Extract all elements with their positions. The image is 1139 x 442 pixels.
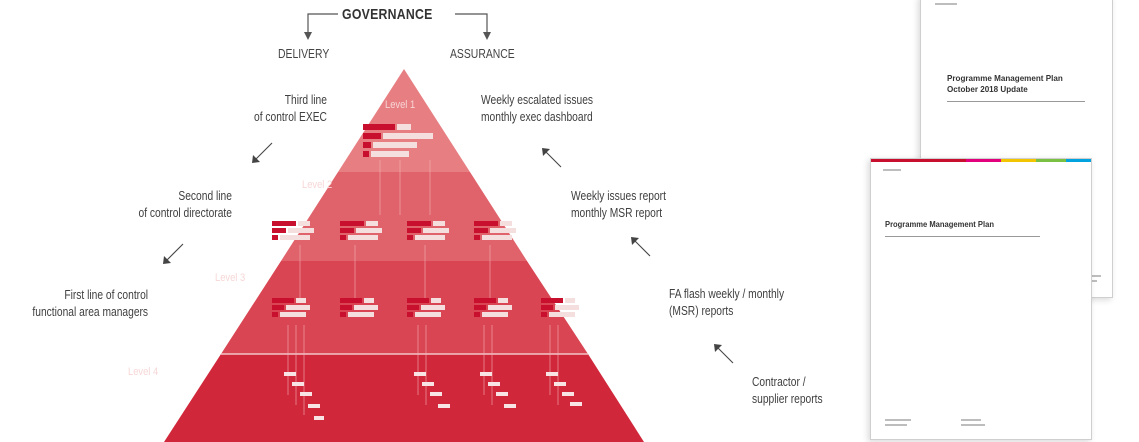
assurance-label-contractor: Contractor / supplier reports — [752, 375, 823, 406]
delivery-label-first-line: First line of control functional area ma… — [32, 288, 148, 319]
arrow-up-left-icon — [714, 344, 722, 352]
delivery-arrowhead — [304, 32, 312, 40]
level-2-label: Level 2 — [302, 179, 333, 191]
assurance-label-directorate: Weekly issues report monthly MSR report — [571, 189, 666, 220]
assurance-label-functional: FA flash weekly / monthly (MSR) reports — [669, 287, 785, 318]
org-block-level1 — [363, 124, 433, 157]
level-3-band — [221, 261, 588, 354]
delivery-heading: DELIVERY — [278, 46, 330, 61]
governance-arrows — [307, 13, 488, 34]
org-blocks-level2 — [272, 221, 516, 240]
delivery-label-second-line: Second line of control directorate — [138, 189, 232, 220]
arrow-up-left-icon — [631, 237, 639, 245]
assurance-label-exec: Weekly escalated issues monthly exec das… — [481, 93, 594, 124]
governance-heading: GOVERNANCE — [342, 6, 433, 23]
document-front: Programme Management Plan — [870, 158, 1092, 440]
org-blocks-level3 — [272, 298, 579, 317]
document-back-title: Programme Management Plan October 2018 U… — [947, 73, 1063, 94]
arrow-up-left-icon — [542, 148, 550, 156]
document-front-title: Programme Management Plan — [885, 220, 994, 229]
assurance-arrows — [545, 151, 734, 364]
arrow-down-left-icon — [163, 256, 171, 264]
assurance-arrowhead — [483, 32, 491, 40]
delivery-label-third-line: Third line of control EXEC — [254, 93, 327, 124]
level-4-band — [164, 354, 644, 442]
org-blocks-level4 — [284, 372, 582, 420]
level-3-label: Level 3 — [215, 272, 246, 284]
arrow-down-left-icon — [252, 155, 260, 163]
level-4-label: Level 4 — [128, 366, 159, 378]
delivery-arrows — [165, 142, 273, 262]
assurance-heading: ASSURANCE — [450, 46, 515, 61]
connector-lines — [287, 160, 559, 415]
document-color-bar — [871, 159, 1091, 162]
level-1-label: Level 1 — [385, 99, 416, 111]
